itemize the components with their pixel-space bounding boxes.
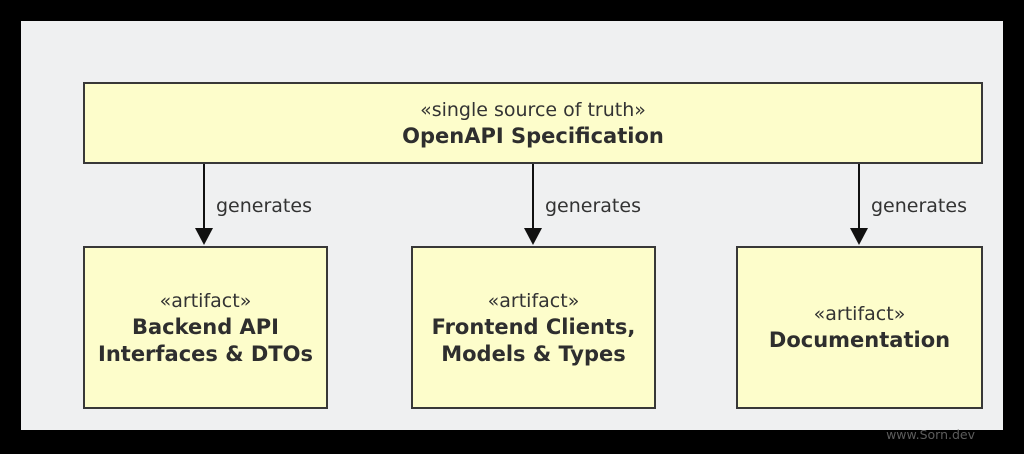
node-frontend-clients-models-types: «artifact» Frontend Clients, Models & Ty… (411, 246, 656, 409)
diagram-canvas: «single source of truth» OpenAPI Specifi… (21, 21, 1003, 442)
edge-line (532, 164, 534, 232)
edge-label: generates (216, 195, 312, 217)
edge-label: generates (545, 195, 641, 217)
arrowhead-down-icon (195, 228, 213, 245)
watermark: www.Sorn.dev (886, 427, 975, 442)
node-title: Frontend Clients, Models & Types (431, 314, 636, 366)
node-stereotype: «artifact» (813, 303, 906, 325)
node-documentation: «artifact» Documentation (736, 246, 983, 409)
arrowhead-down-icon (850, 228, 868, 245)
arrowhead-down-icon (524, 228, 542, 245)
node-stereotype: «artifact» (487, 289, 580, 312)
node-title: OpenAPI Specification (402, 123, 664, 148)
edge-label: generates (871, 195, 967, 217)
edge-line (203, 164, 205, 232)
edge-line (858, 164, 860, 232)
node-stereotype: «artifact» (159, 289, 252, 312)
node-backend-api-interfaces-dtos: «artifact» Backend API Interfaces & DTOs (83, 246, 328, 409)
node-title: Backend API Interfaces & DTOs (98, 314, 313, 366)
node-stereotype: «single source of truth» (420, 98, 646, 121)
node-openapi-specification: «single source of truth» OpenAPI Specifi… (83, 82, 983, 164)
node-title: Documentation (768, 328, 951, 352)
